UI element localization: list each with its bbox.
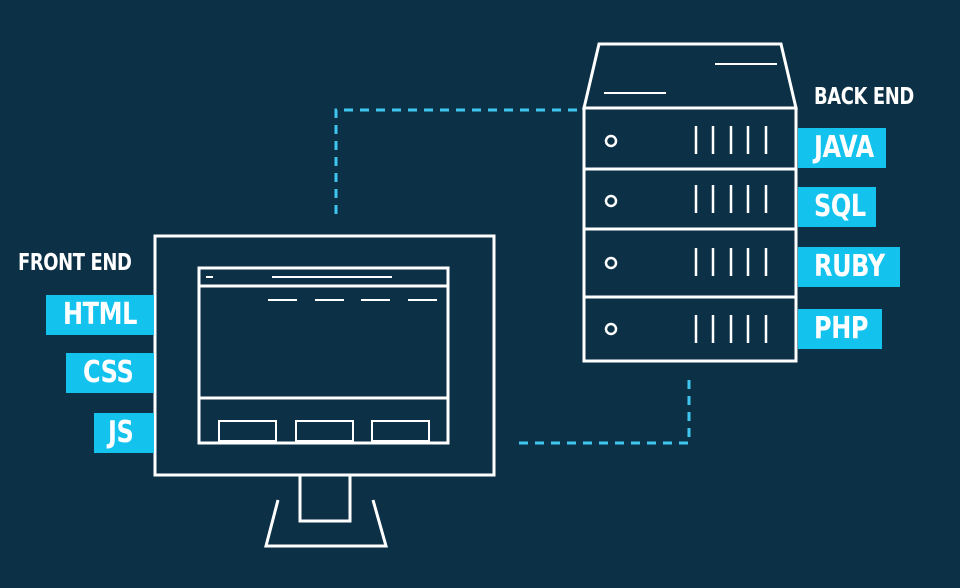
monitor-screen bbox=[197, 266, 450, 445]
tech-label: HTML bbox=[63, 297, 138, 332]
power-indicator-icon bbox=[604, 322, 618, 336]
server-icon bbox=[582, 42, 798, 363]
tech-label: RUBY bbox=[814, 249, 885, 284]
server-rack-2 bbox=[604, 185, 768, 213]
back-end-tag-sql: SQL bbox=[798, 187, 876, 227]
connector-lines bbox=[334, 108, 691, 445]
power-indicator-icon bbox=[604, 194, 618, 208]
front-end-label: FRONT END bbox=[18, 250, 132, 276]
server-top bbox=[582, 42, 798, 110]
tech-label: JS bbox=[108, 415, 134, 450]
screen-content-boxes bbox=[218, 420, 430, 442]
monitor-frame bbox=[153, 234, 496, 477]
front-end-tag-html: HTML bbox=[46, 295, 154, 335]
vent-slots-icon bbox=[694, 126, 768, 154]
vent-slots-icon bbox=[694, 315, 768, 343]
tech-label: JAVA bbox=[814, 130, 874, 165]
tech-label: CSS bbox=[83, 355, 134, 390]
back-end-label: BACK END bbox=[814, 84, 914, 110]
server-rack-3 bbox=[604, 248, 768, 276]
connector-server-to-monitor bbox=[512, 380, 691, 445]
power-indicator-icon bbox=[604, 134, 618, 148]
tech-label: SQL bbox=[814, 189, 866, 224]
monitor-icon bbox=[153, 234, 496, 548]
back-end-tag-ruby: RUBY bbox=[798, 247, 900, 287]
monitor-stand bbox=[264, 499, 388, 548]
back-end-tag-java: JAVA bbox=[798, 128, 886, 168]
power-indicator-icon bbox=[604, 256, 618, 270]
monitor-neck bbox=[298, 476, 352, 523]
tech-label: PHP bbox=[814, 311, 869, 346]
front-end-tag-css: CSS bbox=[66, 353, 154, 393]
server-rack-1 bbox=[604, 126, 768, 154]
front-end-tag-js: JS bbox=[94, 413, 154, 453]
server-body bbox=[582, 106, 798, 363]
server-rack-4 bbox=[604, 315, 768, 343]
connector-monitor-to-server bbox=[334, 108, 580, 214]
vent-slots-icon bbox=[694, 248, 768, 276]
back-end-tag-php: PHP bbox=[798, 309, 882, 349]
vent-slots-icon bbox=[694, 185, 768, 213]
